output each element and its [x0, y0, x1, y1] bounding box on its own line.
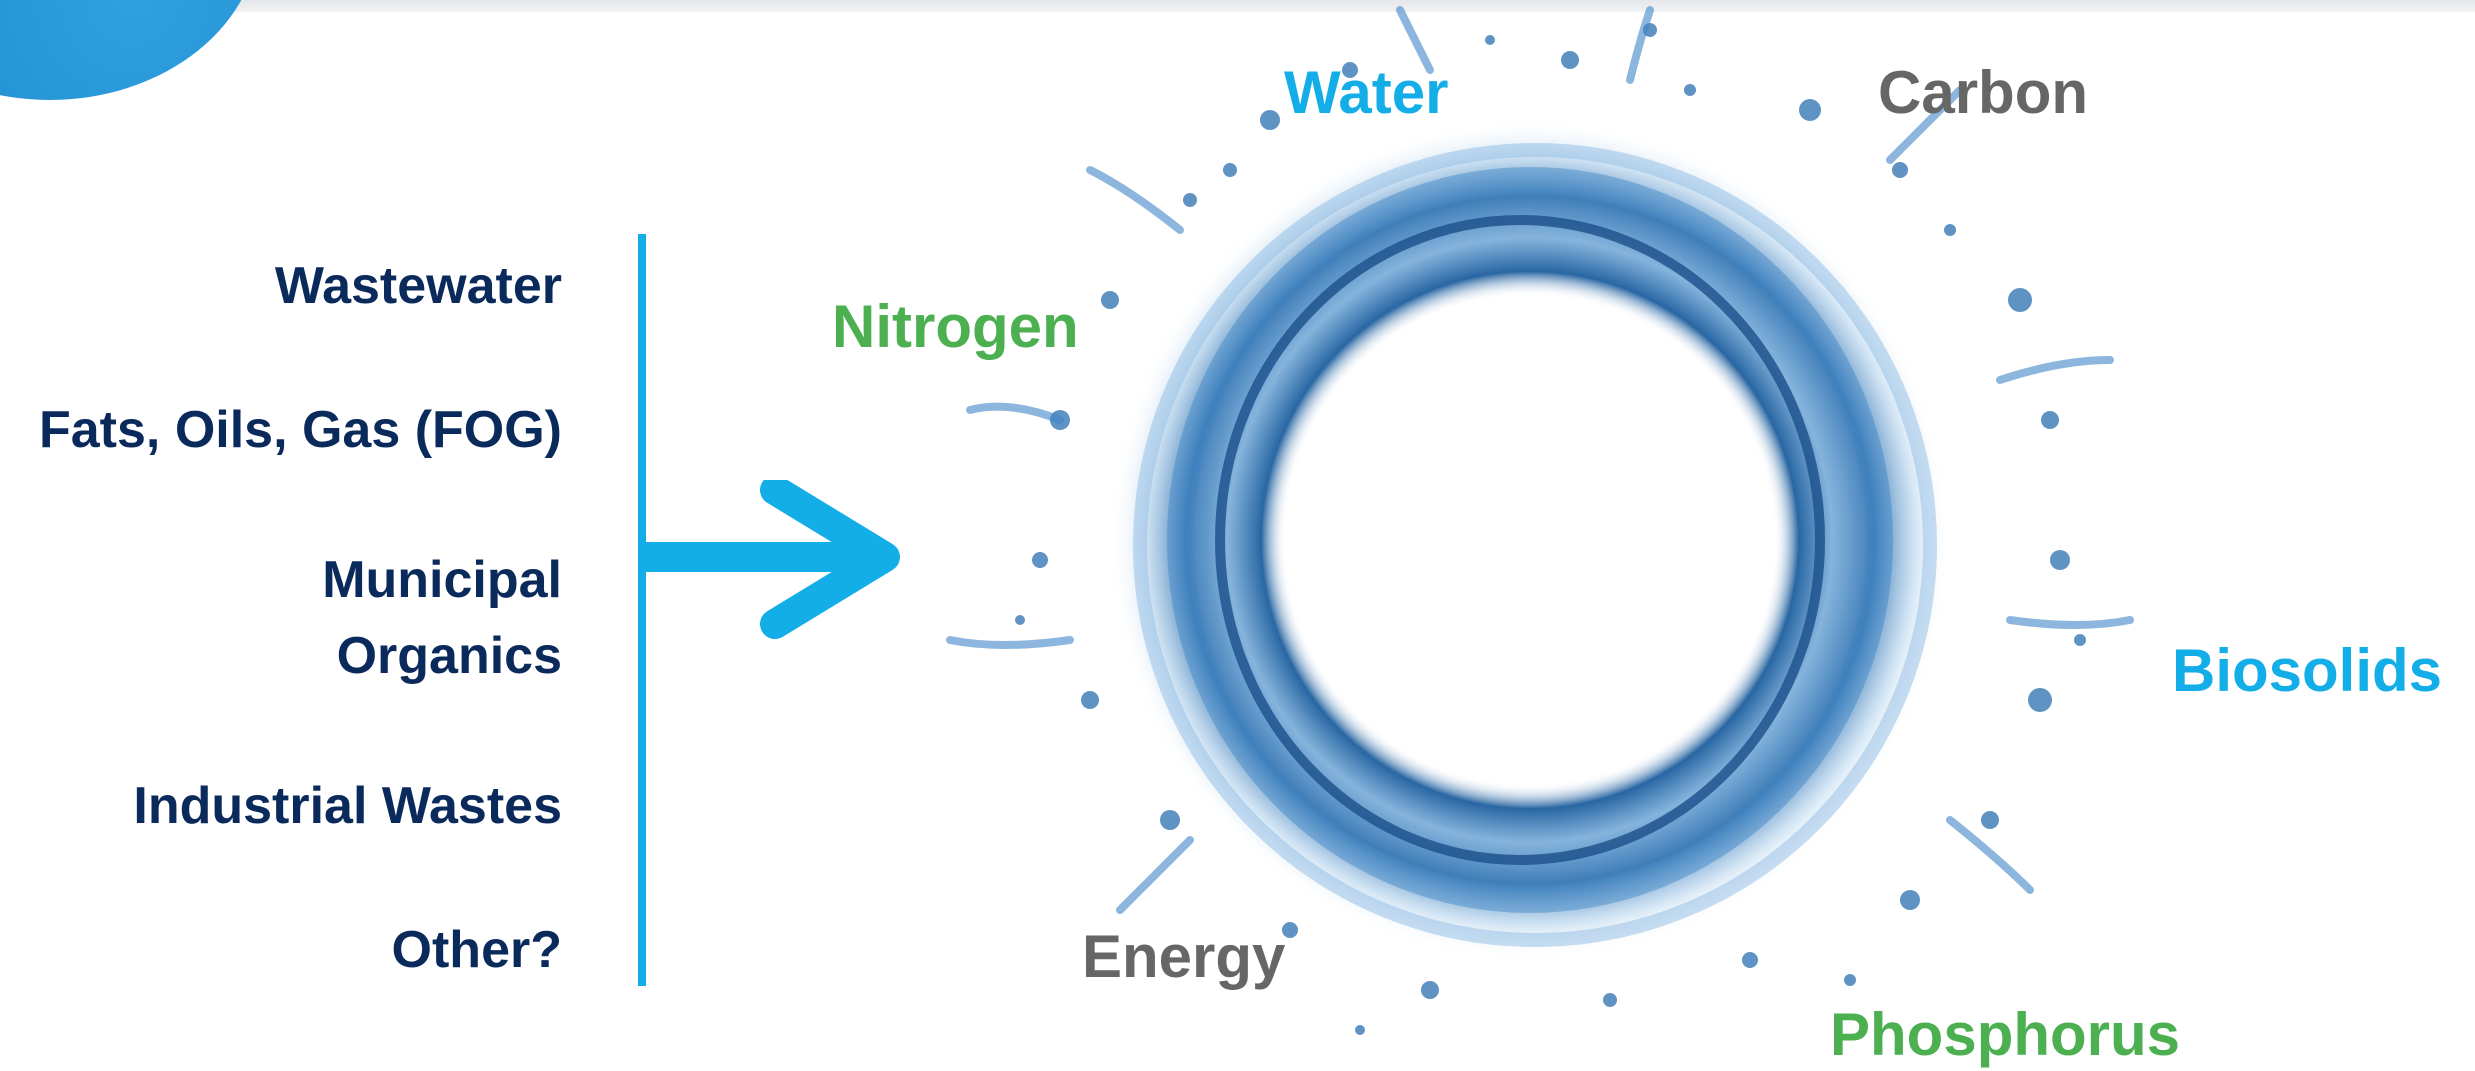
right-arrow-icon: [642, 480, 900, 639]
input-item-industrial-wastes: Industrial Wastes: [133, 777, 562, 835]
input-item-fog: Fats, Oils, Gas (FOG): [39, 401, 562, 459]
output-label-carbon: Carbon: [1878, 59, 2088, 126]
top-bar: [0, 0, 2475, 12]
input-item-municipal: Municipal: [322, 551, 562, 609]
input-item-other: Other?: [391, 921, 562, 979]
input-item-organics: Organics: [336, 627, 562, 685]
output-label-energy: Energy: [1082, 923, 1286, 990]
output-label-nitrogen: Nitrogen: [832, 293, 1079, 360]
water-splash-ring: [946, 6, 2134, 1035]
output-label-water: Water: [1284, 59, 1449, 126]
corner-logo-blob: [0, 0, 260, 100]
output-label-biosolids: Biosolids: [2172, 637, 2443, 704]
bracket-line: [638, 234, 646, 986]
input-item-wastewater: Wastewater: [274, 257, 562, 315]
output-label-phosphorus: Phosphorus: [1830, 1001, 2181, 1068]
